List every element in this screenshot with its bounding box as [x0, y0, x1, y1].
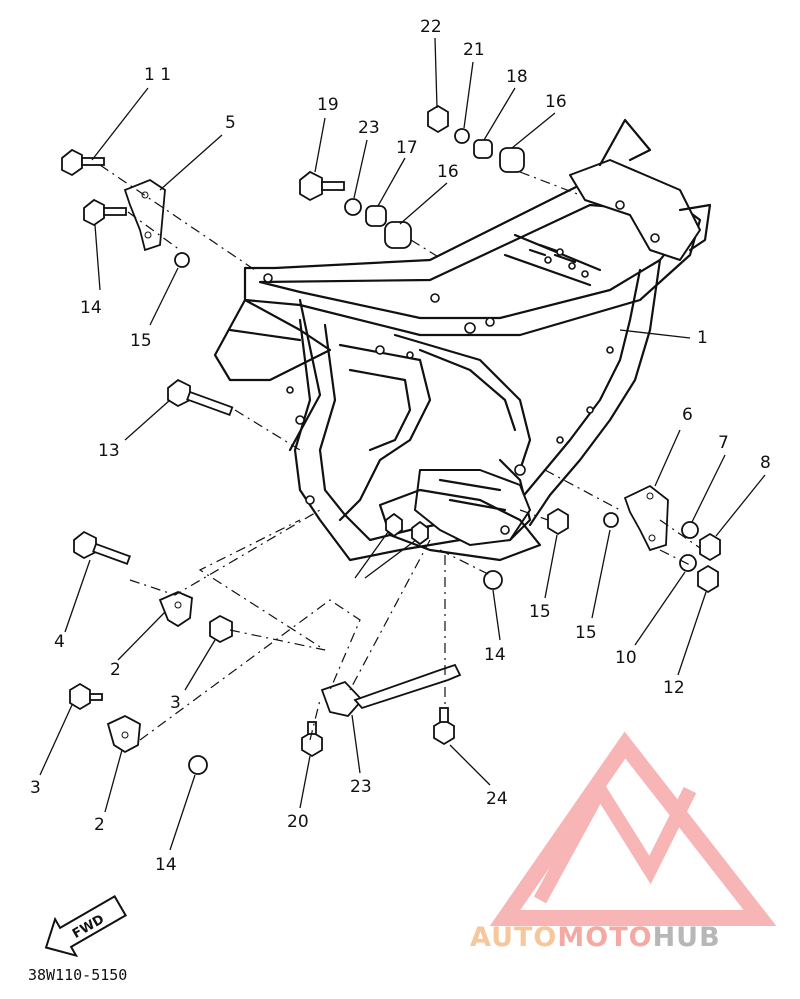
callout-11-upper: 15	[130, 331, 152, 351]
part-18-nut	[547, 507, 569, 536]
part-23-bolt-left	[301, 721, 323, 758]
callout-19: 21	[463, 40, 485, 60]
callout-15-upper: 16	[545, 92, 567, 112]
drawing-code: 38W110-5150	[28, 966, 127, 984]
part-3-bolt-lower	[69, 682, 103, 711]
watermark-hub: HUB	[653, 922, 721, 953]
part-24-bolts	[385, 512, 429, 546]
callout-17: 19	[317, 95, 339, 115]
callout-23-left: 20	[287, 812, 309, 832]
part-14-nut-lower	[188, 755, 208, 775]
callout-16-upper: 18	[506, 67, 528, 87]
callout-18: 15	[529, 602, 551, 622]
part-5-plate-right	[623, 484, 669, 552]
part-11-nut-upper	[174, 252, 190, 268]
part-15-bushing-upper	[499, 147, 525, 173]
callout-6: 1 1	[144, 65, 171, 85]
callouts: 1 1 5 14 15 22 21 18 16 19 23 17 16 1 13…	[30, 17, 771, 875]
callout-9: 14	[80, 298, 102, 318]
callout-11-right: 15	[575, 623, 597, 643]
part-8-nut	[699, 532, 721, 562]
callout-5-right: 6	[682, 405, 693, 425]
leader-lines	[39, 37, 766, 851]
part-2-bracket-upper	[158, 591, 193, 628]
fwd-arrow: FWD	[44, 894, 128, 958]
part-14-nut-right	[483, 570, 503, 590]
callout-3-lower: 3	[30, 778, 41, 798]
callout-21: 23	[358, 118, 380, 138]
part-5-plate-upper	[123, 178, 166, 252]
part-17-bolt	[299, 170, 345, 202]
callout-8: 8	[760, 453, 771, 473]
watermark-text: AUTOMOTOHUB	[470, 922, 721, 953]
part-22-stay	[320, 663, 462, 717]
part-10-washer	[679, 554, 697, 572]
part-7-washer	[681, 521, 699, 539]
callout-1: 1	[697, 328, 708, 348]
callout-7: 7	[718, 433, 729, 453]
part-12-nut	[697, 564, 719, 594]
callout-13: 13	[98, 441, 120, 461]
assembly-lines	[99, 164, 701, 741]
callout-12: 12	[663, 678, 685, 698]
callout-14-lower: 14	[155, 855, 177, 875]
part-19-washer	[454, 128, 470, 144]
part-20-nut	[427, 104, 449, 134]
part-9-bolt	[83, 198, 127, 227]
part-15-bushing-mid	[384, 221, 412, 249]
watermark-logo	[489, 731, 777, 926]
callout-2-lower: 2	[94, 815, 105, 835]
callout-20: 22	[420, 17, 442, 37]
callout-10: 10	[615, 648, 637, 668]
callout-16-mid: 17	[396, 138, 418, 158]
callout-3-upper: 3	[170, 693, 181, 713]
part-4-bolt	[73, 530, 131, 565]
callout-2-upper: 2	[110, 660, 121, 680]
part-23-bolt-right	[433, 707, 455, 746]
callout-5-upper: 5	[225, 113, 236, 133]
part-13-bolt	[167, 378, 234, 417]
callout-23-right: 24	[486, 789, 508, 809]
part-6-bolt	[61, 148, 105, 177]
callout-22: 23	[350, 777, 372, 797]
watermark-auto: AUTO	[470, 922, 557, 953]
part-2-bracket-lower	[106, 714, 141, 754]
callout-15-mid: 16	[437, 162, 459, 182]
part-21-washer	[344, 198, 362, 216]
part-3-bolt-upper	[209, 614, 233, 644]
callout-14-right: 14	[484, 645, 506, 665]
part-16-collar-mid	[365, 205, 387, 227]
watermark-moto: MOTO	[557, 922, 652, 953]
callout-4: 4	[54, 632, 65, 652]
part-11-nut-right	[603, 512, 619, 528]
parts	[61, 104, 721, 775]
part-16-collar-upper	[473, 139, 493, 159]
